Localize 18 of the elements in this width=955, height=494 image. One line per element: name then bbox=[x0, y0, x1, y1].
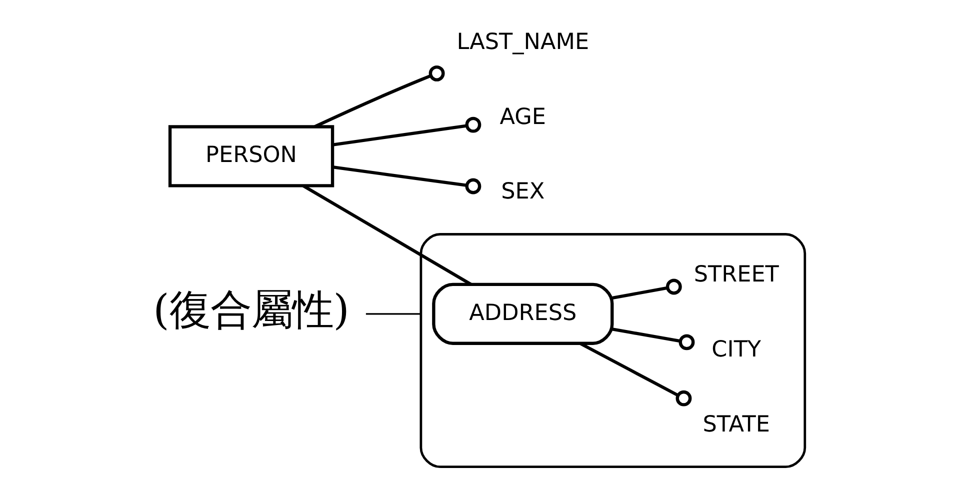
node-text: CITY bbox=[712, 336, 762, 362]
cluster bbox=[420, 233, 806, 468]
node-text: AGE bbox=[500, 104, 546, 130]
connector bbox=[612, 328, 695, 350]
connector bbox=[332, 116, 482, 146]
connector bbox=[612, 278, 682, 300]
connector bbox=[314, 65, 445, 128]
node-box: ADDRESS bbox=[432, 282, 614, 345]
connector bbox=[302, 184, 472, 286]
connector bbox=[366, 313, 421, 315]
connector bbox=[332, 166, 482, 194]
node-text: LAST_NAME bbox=[456, 28, 590, 55]
node-text: SEX bbox=[501, 178, 545, 205]
node-text: (復合屬性) bbox=[153, 286, 350, 334]
node-box: PERSON bbox=[168, 125, 334, 188]
connector bbox=[580, 342, 692, 406]
node-text: STATE bbox=[702, 411, 770, 438]
node-text: STREET bbox=[694, 262, 779, 288]
